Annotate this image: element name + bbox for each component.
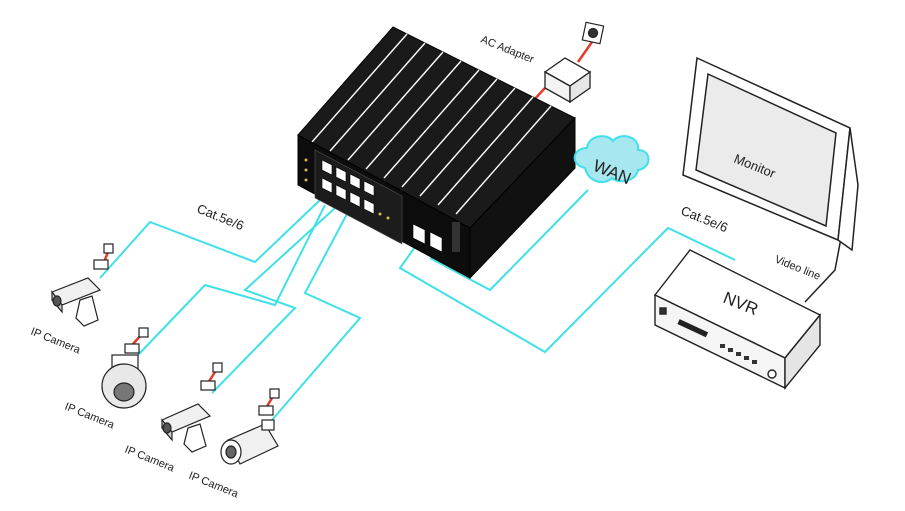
ip-camera-2 <box>101 354 147 409</box>
poe-switch <box>297 26 576 280</box>
cable-wan <box>429 189 589 292</box>
wall-socket-hole <box>587 27 599 39</box>
network-cables <box>99 189 736 421</box>
label-ac-adapter: AC Adapter <box>479 34 536 66</box>
ip-camera-4 <box>220 419 279 465</box>
ip-camera-3 <box>161 403 212 453</box>
label-cat-right: Cat.5e/6 <box>679 203 730 235</box>
power-cable-adapter <box>576 41 594 63</box>
power-outlets <box>93 21 605 416</box>
label-ip-camera-2: IP Camera <box>63 401 117 432</box>
cam3-injector <box>200 380 216 391</box>
nvr <box>653 249 822 390</box>
monitor <box>682 56 859 252</box>
label-cat-left: Cat.5e/6 <box>195 201 246 233</box>
label-ip-camera-1: IP Camera <box>29 326 83 357</box>
status-leds <box>304 158 390 220</box>
cam1-socket <box>103 243 114 254</box>
nvr-buttons <box>720 344 757 364</box>
ac-adapter <box>543 57 592 104</box>
cam4-injector <box>258 405 274 416</box>
cam4-socket <box>269 388 280 399</box>
cam3-socket <box>212 362 223 373</box>
nvr-led <box>659 307 667 315</box>
label-ip-camera-4: IP Camera <box>187 470 241 501</box>
rj45-ports <box>321 159 375 215</box>
power-terminal <box>452 222 460 252</box>
cable-cam1 <box>99 199 321 279</box>
cam1-injector <box>93 259 109 270</box>
cam2-injector <box>124 343 140 354</box>
label-video-line: Video line <box>773 254 822 283</box>
cable-cam2 <box>137 204 326 356</box>
cable-nvr <box>398 226 736 354</box>
wan-cloud <box>573 135 650 184</box>
cam2-socket <box>138 327 149 338</box>
label-ip-camera-3: IP Camera <box>123 444 177 475</box>
nvr-disk-slot <box>677 319 709 338</box>
nvr-power-knob <box>767 369 777 379</box>
cable-cam4 <box>271 211 362 421</box>
ip-camera-1 <box>51 277 102 327</box>
uplink-ports <box>412 223 443 253</box>
cable-cam3 <box>211 207 336 394</box>
